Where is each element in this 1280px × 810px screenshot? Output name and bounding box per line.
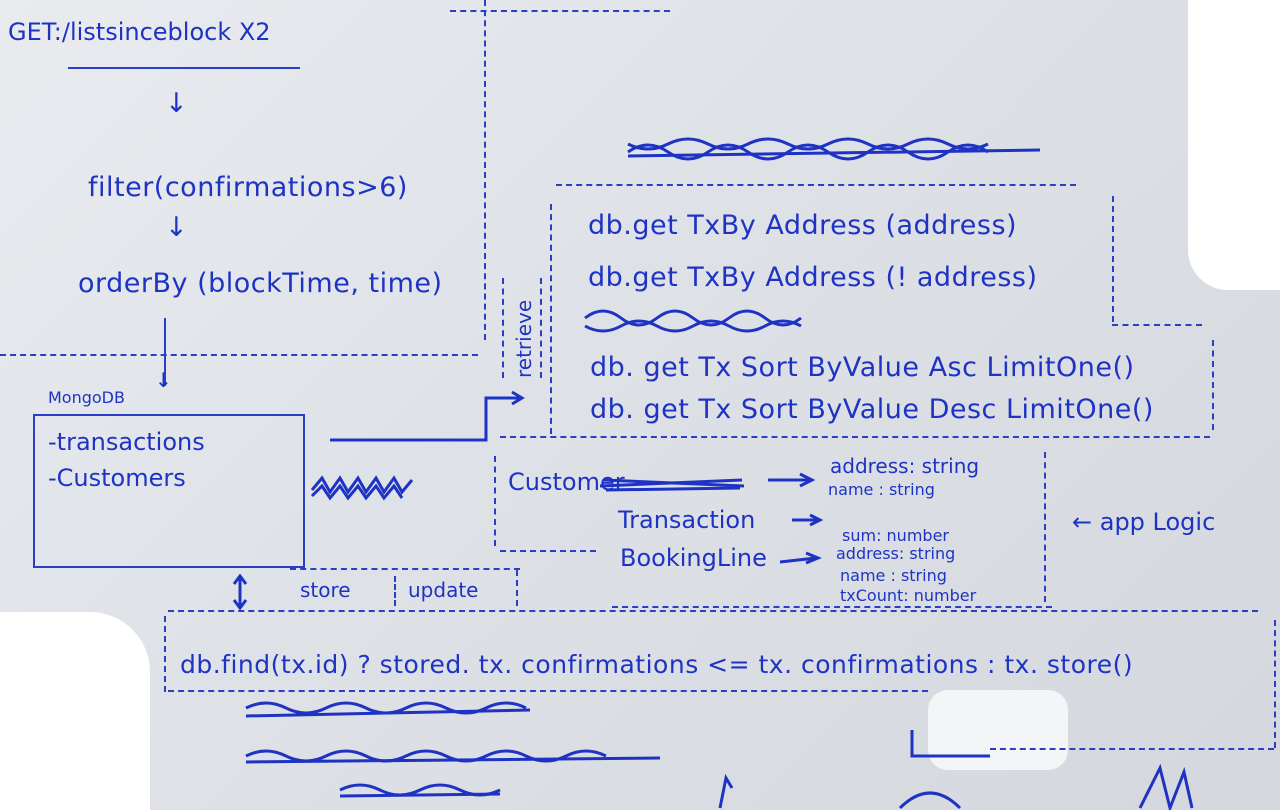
- vertical-divider: [484, 0, 486, 340]
- order-step-label: orderBy (blockTime, time): [78, 268, 443, 299]
- down-arrow-icon: ↓: [165, 212, 189, 243]
- mongo-collection-customers: -Customers: [48, 464, 186, 492]
- mongo-box: [33, 414, 305, 568]
- transaction-field-txcount: txCount: number: [840, 586, 977, 605]
- bottom-formula: db.find(tx.id) ? stored. tx. confirmatio…: [180, 650, 1134, 679]
- queries-bottom-border: [500, 436, 1210, 438]
- separator-left: [0, 354, 478, 356]
- models-right-border: [1044, 452, 1046, 602]
- api-call-underline: [68, 67, 300, 69]
- formula-left-border: [164, 616, 166, 692]
- store-update-right: [516, 570, 518, 606]
- filter-step-label: filter(confirmations>6): [88, 172, 408, 203]
- query-sort-desc: db. get Tx Sort ByValue Desc LimitOne(): [590, 394, 1154, 425]
- glare-bottom-left: [0, 612, 150, 810]
- queries-right-border: [1112, 196, 1114, 322]
- query-get-by-address: db.get TxBy Address (address): [588, 210, 1018, 241]
- queries-left-border: [550, 204, 552, 434]
- queries-top-border: [556, 184, 1076, 186]
- api-call-label: GET:/listsinceblock X2: [8, 18, 271, 46]
- formula-bottom-right-border: [990, 748, 1274, 750]
- glare-top-right: [1188, 0, 1280, 290]
- update-label: update: [408, 578, 479, 602]
- models-left-border: [494, 456, 496, 546]
- models-bottom-border: [612, 606, 1052, 608]
- app-logic-label: ← app Logic: [1072, 508, 1216, 536]
- formula-right-border: [1274, 620, 1276, 748]
- store-update-divider: [394, 576, 396, 606]
- model-booking-label: BookingLine: [620, 544, 767, 572]
- retrieve-bracket-left: [502, 278, 504, 378]
- order-to-mongo-line: [164, 318, 166, 386]
- queries-right-border-lower: [1212, 340, 1214, 430]
- transaction-field-address: address: string: [836, 544, 956, 563]
- model-transaction-label: Transaction: [618, 506, 756, 534]
- mongo-collection-transactions: -transactions: [48, 428, 205, 456]
- query-get-by-not-address: db.get TxBy Address (! address): [588, 262, 1038, 293]
- customer-field-name: name : string: [828, 480, 935, 499]
- mongo-title: MongoDB: [48, 388, 125, 407]
- store-label: store: [300, 578, 351, 602]
- transaction-field-sum: sum: number: [842, 526, 949, 545]
- transaction-field-name: name : string: [840, 566, 947, 585]
- top-dashed-line: [450, 10, 670, 12]
- formula-bottom-border: [168, 690, 928, 692]
- retrieve-label: retrieve: [512, 299, 536, 378]
- formula-top-border: [168, 610, 1258, 612]
- down-arrow-icon: ↓: [155, 368, 172, 392]
- models-bottom-left-border: [500, 550, 596, 552]
- down-arrow-icon: ↓: [165, 88, 189, 119]
- query-sort-asc: db. get Tx Sort ByValue Asc LimitOne(): [590, 352, 1135, 383]
- model-customer-label: Customer: [508, 468, 625, 496]
- retrieve-bracket-right: [540, 278, 542, 378]
- queries-mid-border: [1112, 324, 1202, 326]
- customer-field-address: address: string: [830, 454, 980, 478]
- store-update-top: [290, 568, 520, 570]
